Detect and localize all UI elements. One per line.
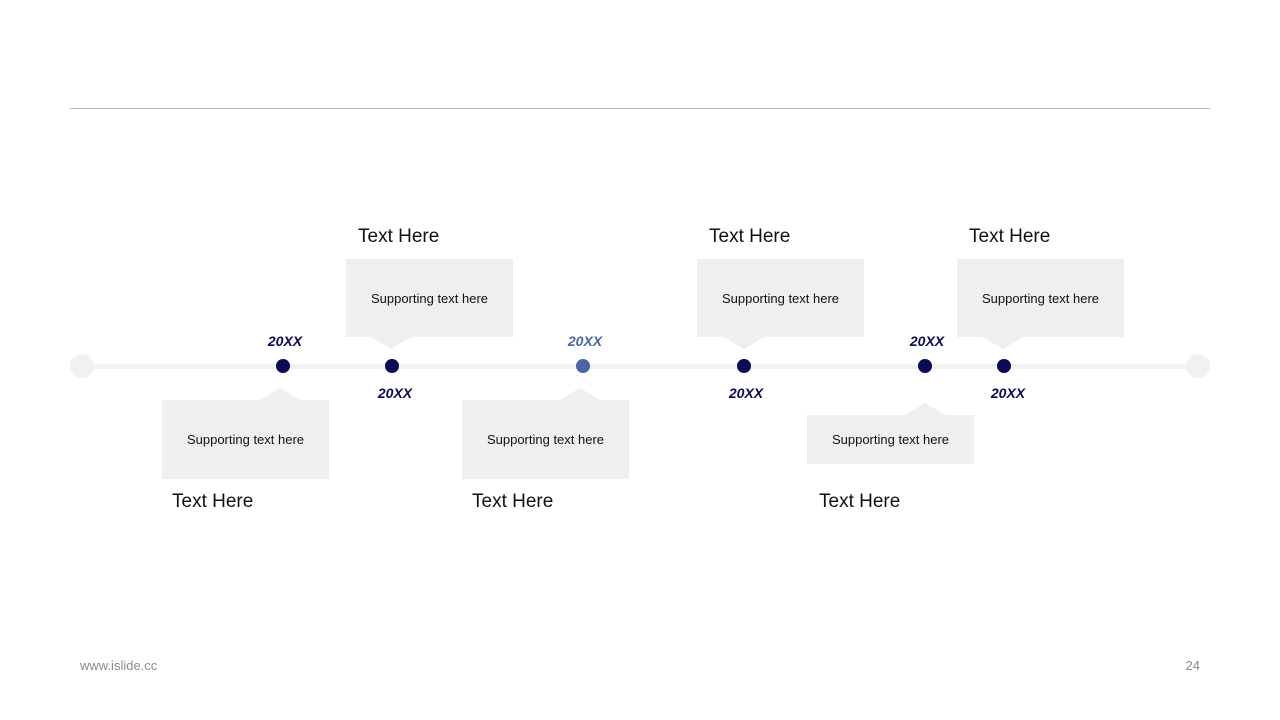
header-divider: [70, 108, 1210, 109]
page-number: 24: [1185, 658, 1200, 673]
callout-box: Supporting text here: [462, 400, 629, 479]
callout-pointer: [260, 388, 300, 400]
timeline-dot: [385, 359, 399, 373]
footer-website: www.islide.cc: [80, 658, 158, 673]
year-label: 20XX: [990, 385, 1026, 401]
callout-box: Supporting text here: [957, 259, 1124, 337]
event-title: Text Here: [472, 491, 554, 512]
event-title: Text Here: [172, 491, 254, 512]
timeline-track: [82, 364, 1198, 369]
year-label: 20XX: [567, 333, 603, 349]
callout-box: Supporting text here: [162, 400, 329, 479]
year-label: 20XX: [909, 333, 945, 349]
year-label: 20XX: [377, 385, 413, 401]
event-title: Text Here: [819, 491, 901, 512]
event-title: Text Here: [709, 226, 791, 247]
callout-box: Supporting text here: [346, 259, 513, 337]
timeline-dot: [997, 359, 1011, 373]
event-title: Text Here: [358, 226, 440, 247]
callout-pointer: [905, 403, 945, 415]
callout-pointer: [560, 388, 600, 400]
callout-box: Supporting text here: [807, 415, 974, 464]
year-label: 20XX: [728, 385, 764, 401]
callout-box: Supporting text here: [697, 259, 864, 337]
timeline-end-cap: [1186, 354, 1210, 378]
callout-pointer: [371, 337, 411, 349]
timeline-start-cap: [70, 354, 94, 378]
timeline-dot: [737, 359, 751, 373]
year-label: 20XX: [267, 333, 303, 349]
callout-pointer: [983, 337, 1023, 349]
timeline-dot: [276, 359, 290, 373]
timeline-dot: [918, 359, 932, 373]
timeline-dot-highlight: [576, 359, 590, 373]
event-title: Text Here: [969, 226, 1051, 247]
callout-pointer: [724, 337, 764, 349]
